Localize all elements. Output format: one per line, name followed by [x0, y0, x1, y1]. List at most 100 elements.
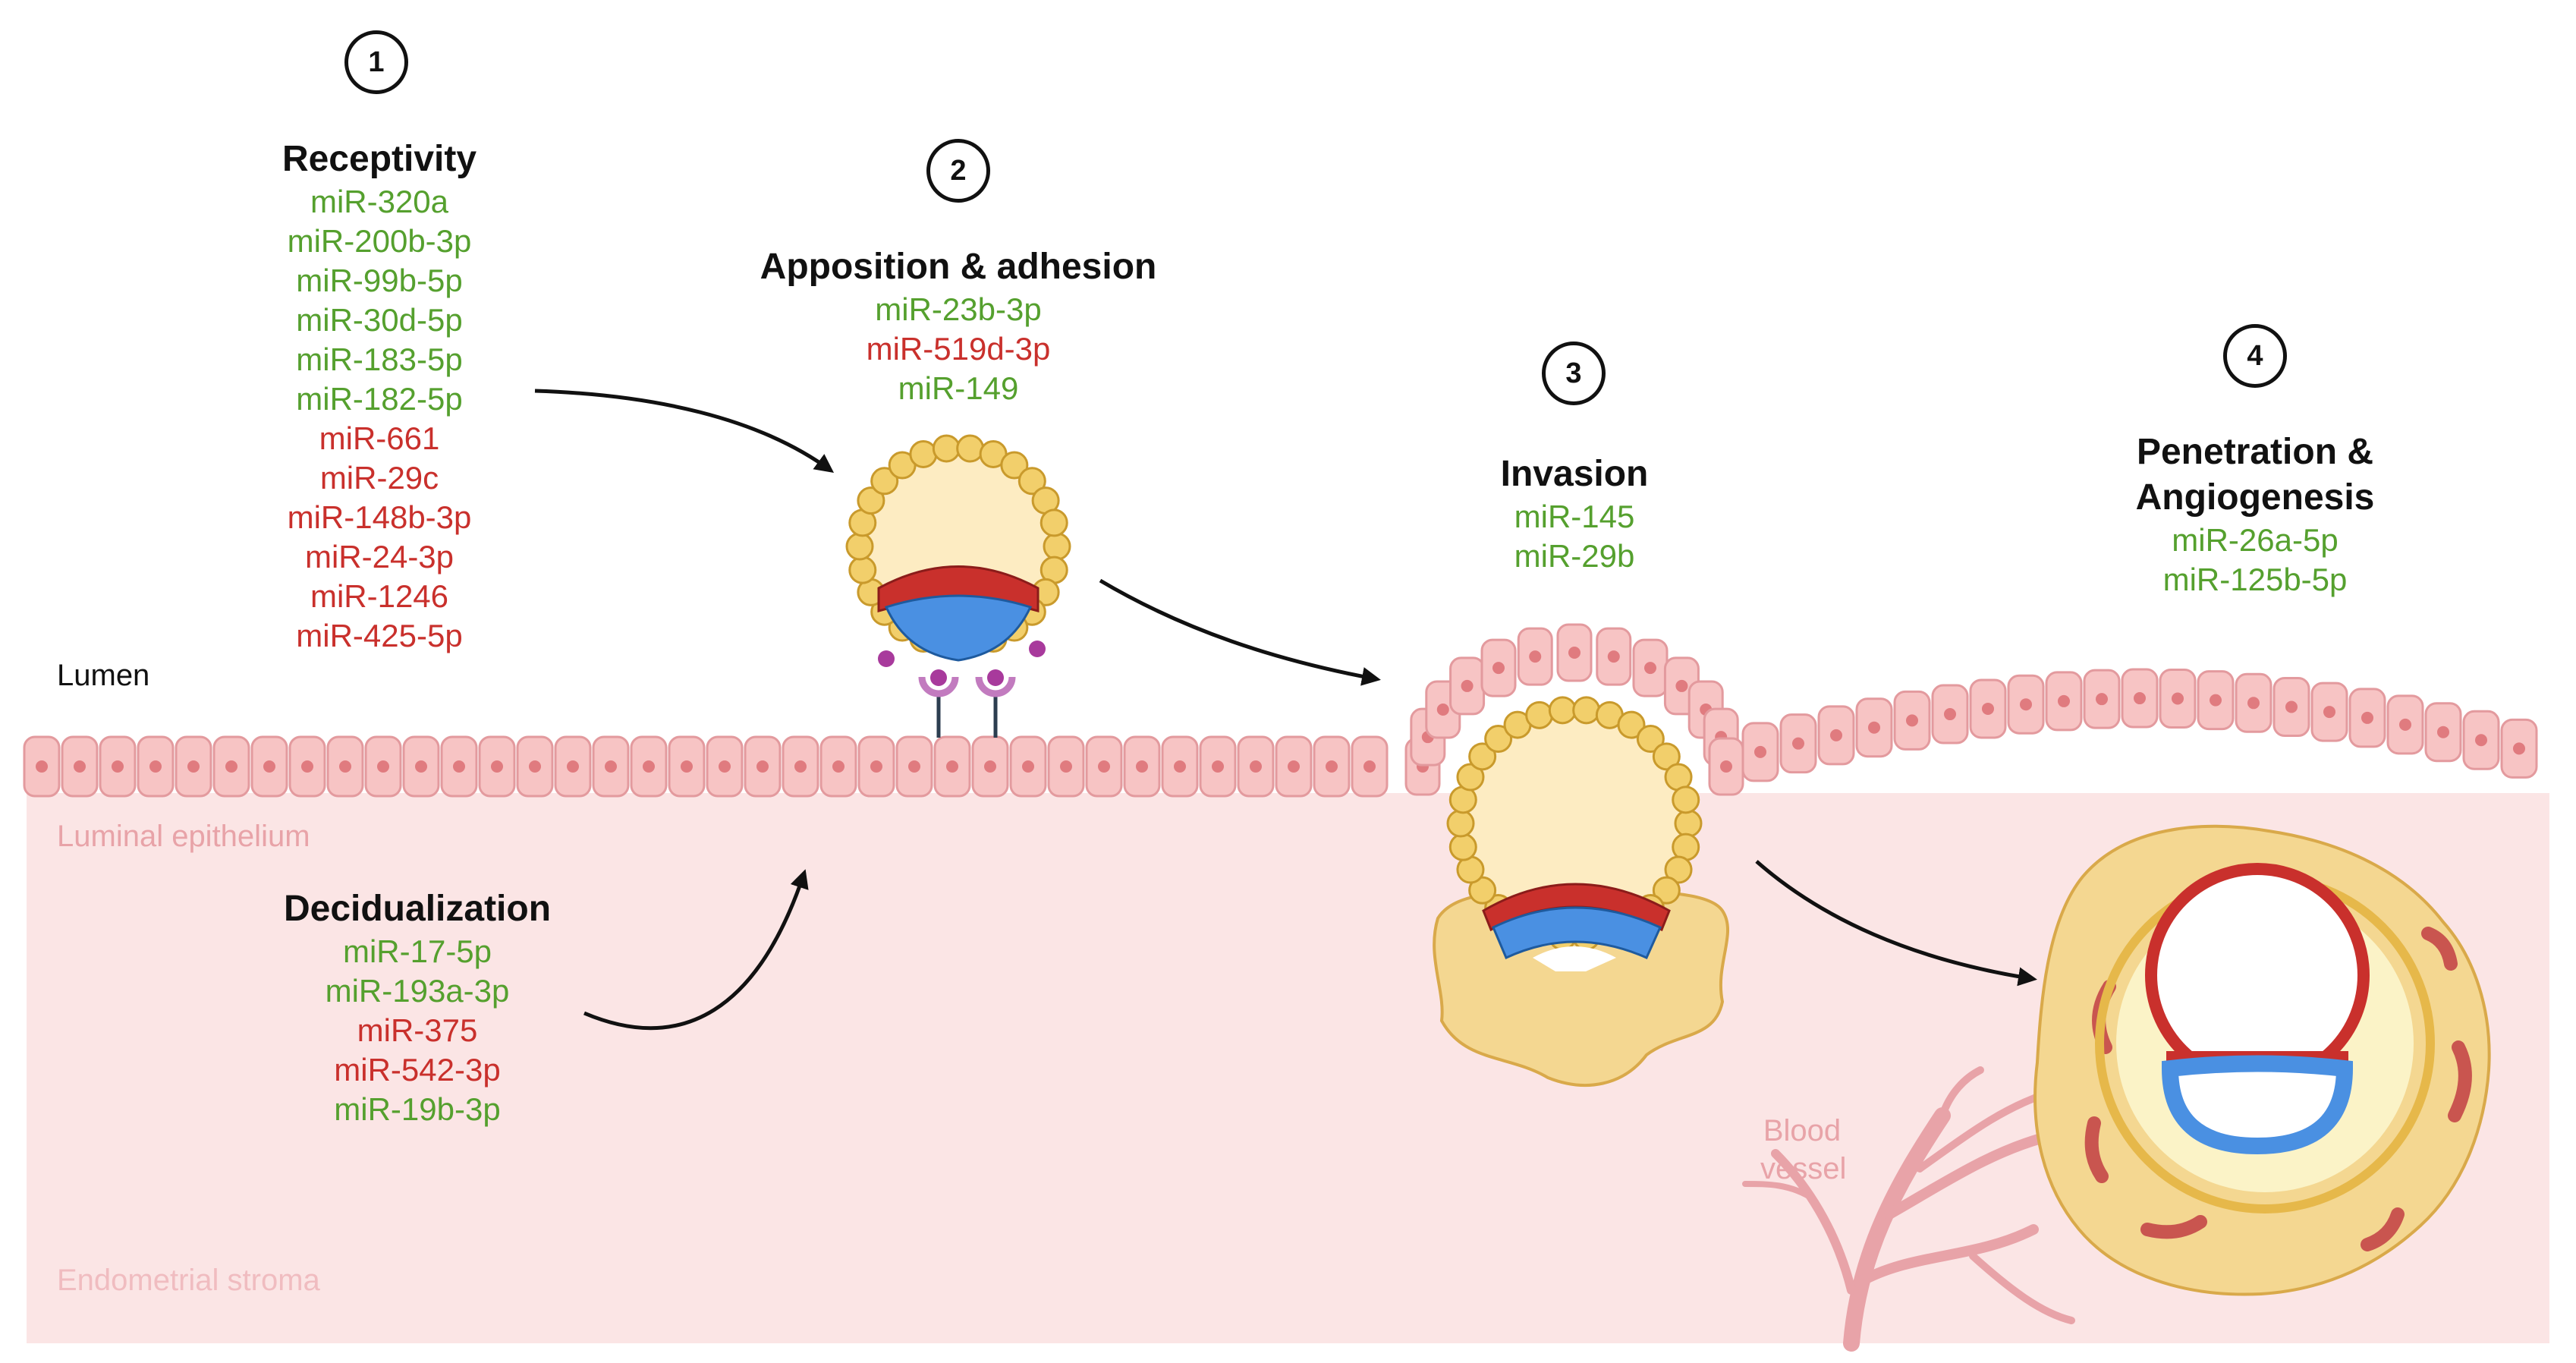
- trophectoderm-cell: [1672, 785, 1700, 814]
- cell-nucleus: [2210, 694, 2222, 707]
- mirna-item: miR-148b-3p: [287, 499, 472, 535]
- mirna-list: miR-145 miR-29b: [1423, 497, 1726, 576]
- cell-nucleus: [339, 760, 351, 773]
- trophectoderm-cell: [1674, 809, 1703, 838]
- cell-nucleus: [946, 760, 958, 773]
- cell-nucleus: [225, 760, 237, 773]
- trophectoderm-cell: [1043, 532, 1071, 561]
- cell-nucleus: [794, 760, 807, 773]
- cell-nucleus: [149, 760, 162, 773]
- cell-nucleus: [1363, 760, 1376, 773]
- step-2-badge: 2: [926, 139, 990, 203]
- trophectoderm-cell: [1446, 809, 1475, 838]
- cell-nucleus: [1492, 662, 1505, 675]
- cell-nucleus: [719, 760, 731, 773]
- trophectoderm-cell: [1468, 742, 1497, 771]
- cell-nucleus: [1868, 721, 1880, 734]
- adhesion-receptor-right: [975, 676, 1016, 738]
- mirna-item: miR-145: [1514, 499, 1635, 534]
- cell-nucleus: [1212, 760, 1224, 773]
- cell-nucleus: [832, 760, 845, 773]
- trophectoderm-cell: [1664, 855, 1693, 884]
- cell-nucleus: [1906, 714, 1918, 727]
- cell-nucleus: [1568, 647, 1581, 659]
- cell-nucleus: [756, 760, 769, 773]
- cell-nucleus: [2323, 706, 2335, 719]
- trophectoderm-cell: [956, 434, 985, 463]
- mirna-item: miR-200b-3p: [287, 223, 472, 259]
- adhesion-receptor-left: [918, 676, 959, 738]
- trophectoderm-cell: [845, 532, 874, 561]
- penetration-block: Penetration & Angiogenesis miR-26a-5p mi…: [2065, 430, 2445, 600]
- cell-nucleus: [1607, 650, 1620, 663]
- mirna-item: miR-19b-3p: [334, 1091, 501, 1127]
- trophectoderm-cell: [1456, 763, 1485, 792]
- decidualization-block: Decidualization miR-17-5p miR-193a-3p mi…: [266, 886, 569, 1129]
- cell-nucleus: [643, 760, 655, 773]
- mirna-item: miR-99b-5p: [296, 263, 463, 298]
- cell-nucleus: [984, 760, 996, 773]
- cell-nucleus: [567, 760, 579, 773]
- penetration-title-line1: Penetration &: [2136, 432, 2374, 472]
- cell-nucleus: [1675, 679, 1688, 692]
- arrow-decidualization-to-apposition: [583, 869, 809, 1031]
- invasion-block: Invasion miR-145 miR-29b: [1423, 452, 1726, 576]
- cell-nucleus: [1982, 702, 1994, 715]
- cell-nucleus: [2285, 700, 2298, 713]
- blood-vessel-label-line2: vessel: [1760, 1152, 1847, 1185]
- invasion-title: Invasion: [1500, 454, 1649, 494]
- mirna-item: miR-320a: [310, 184, 449, 219]
- trophectoderm-cell: [909, 439, 938, 468]
- cell-nucleus: [1644, 662, 1656, 675]
- cell-nucleus: [1060, 760, 1072, 773]
- cell-nucleus: [2020, 698, 2032, 711]
- cell-nucleus: [112, 760, 124, 773]
- mirna-item: miR-1246: [310, 578, 449, 614]
- luminal-epithelium-label: Luminal epithelium: [57, 820, 310, 853]
- cell-nucleus: [2247, 697, 2260, 710]
- trophectoderm-cell: [1484, 725, 1513, 754]
- mirna-list: miR-26a-5p miR-125b-5p: [2065, 521, 2445, 600]
- trophectoderm-cell: [1548, 696, 1577, 725]
- trophectoderm-cell: [1652, 742, 1681, 771]
- mirna-item: miR-26a-5p: [2172, 522, 2339, 558]
- mirna-item: miR-30d-5p: [296, 302, 463, 338]
- decidualization-title: Decidualization: [283, 889, 552, 929]
- cell-nucleus: [2172, 692, 2184, 705]
- cell-nucleus: [1792, 737, 1804, 750]
- trophectoderm-cell: [1617, 710, 1646, 739]
- trophectoderm-cell: [870, 467, 899, 496]
- epithelium-bump: [1404, 623, 1744, 796]
- cell-nucleus: [605, 760, 617, 773]
- mirna-item: miR-193a-3p: [325, 973, 510, 1009]
- mirna-item: miR-375: [357, 1012, 478, 1048]
- arrow-apposition-to-invasion: [1099, 578, 1381, 686]
- cell-nucleus: [1250, 760, 1262, 773]
- trophectoderm-cell: [857, 486, 885, 515]
- apposition-block: Apposition & adhesion miR-23b-3p miR-519…: [731, 244, 1186, 408]
- cell-nucleus: [2475, 734, 2487, 747]
- lumen-label: Lumen: [57, 659, 150, 692]
- mirna-item: miR-661: [319, 420, 440, 456]
- mirna-item: miR-23b-3p: [875, 291, 1042, 327]
- mirna-list: miR-17-5p miR-193a-3p miR-375 miR-542-3p…: [266, 932, 569, 1129]
- cell-nucleus: [301, 760, 313, 773]
- mirna-item: miR-125b-5p: [2162, 562, 2348, 597]
- mirna-list: miR-23b-3p miR-519d-3p miR-149: [731, 290, 1186, 408]
- cell-nucleus: [36, 760, 48, 773]
- cell-nucleus: [187, 760, 200, 773]
- cell-nucleus: [529, 760, 541, 773]
- blood-vessel-label-line1: Blood: [1763, 1114, 1842, 1147]
- step-1-badge: 1: [344, 30, 408, 94]
- trophectoderm-cell: [1040, 508, 1068, 537]
- cell-nucleus: [1720, 760, 1732, 773]
- cell-nucleus: [1944, 708, 1956, 721]
- luminal-epithelium: [23, 735, 1389, 798]
- penetration-title-line2: Angiogenesis: [2135, 477, 2375, 518]
- mirna-item: miR-519d-3p: [866, 331, 1051, 367]
- cell-nucleus: [74, 760, 86, 773]
- cell-nucleus: [2096, 693, 2108, 706]
- blastocyst-invasion: [1433, 696, 1730, 1087]
- cell-nucleus: [1174, 760, 1186, 773]
